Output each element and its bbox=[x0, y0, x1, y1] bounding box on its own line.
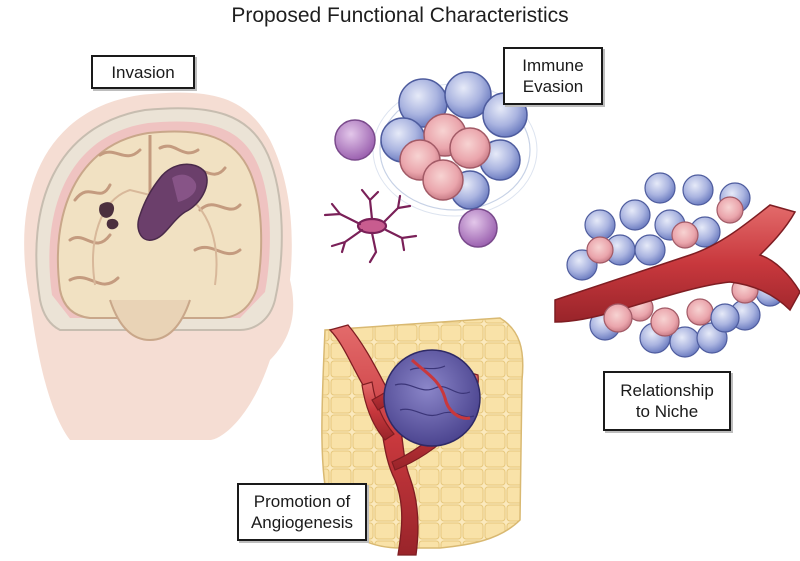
label-invasion: Invasion bbox=[91, 55, 195, 89]
tumor-cell bbox=[603, 303, 633, 333]
angiogenesis-tissue bbox=[321, 317, 524, 556]
label-promotion-of-angiogenesis: Promotion of Angiogenesis bbox=[237, 483, 367, 541]
angiogenesis-line-1: Promotion of bbox=[253, 492, 351, 511]
relationship-line-2: to Niche bbox=[635, 402, 699, 421]
niche-cluster bbox=[554, 172, 800, 358]
angiogenesis-line-2: Angiogenesis bbox=[250, 513, 354, 532]
tumor-cell bbox=[399, 113, 491, 201]
immune-evasion-line-1: Immune bbox=[522, 56, 584, 75]
immune-cell bbox=[710, 303, 740, 333]
brain-coronal-section bbox=[24, 92, 294, 441]
invasion-label: Invasion bbox=[111, 62, 175, 82]
immune-evasion-line-2: Evasion bbox=[522, 77, 584, 96]
dendritic-cell bbox=[323, 188, 418, 264]
macrophage bbox=[334, 119, 376, 161]
page-title: Proposed Functional Characteristics bbox=[231, 4, 569, 27]
label-relationship-to-niche: Relationship to Niche bbox=[603, 371, 731, 431]
tumor-cell bbox=[650, 307, 680, 337]
blood-vessel bbox=[554, 204, 800, 323]
tumor-mass bbox=[383, 349, 481, 447]
immune-evasion-cluster bbox=[323, 71, 538, 264]
macrophage bbox=[458, 208, 498, 248]
label-immune-evasion: Immune Evasion bbox=[503, 47, 603, 105]
relationship-line-1: Relationship bbox=[620, 381, 714, 400]
